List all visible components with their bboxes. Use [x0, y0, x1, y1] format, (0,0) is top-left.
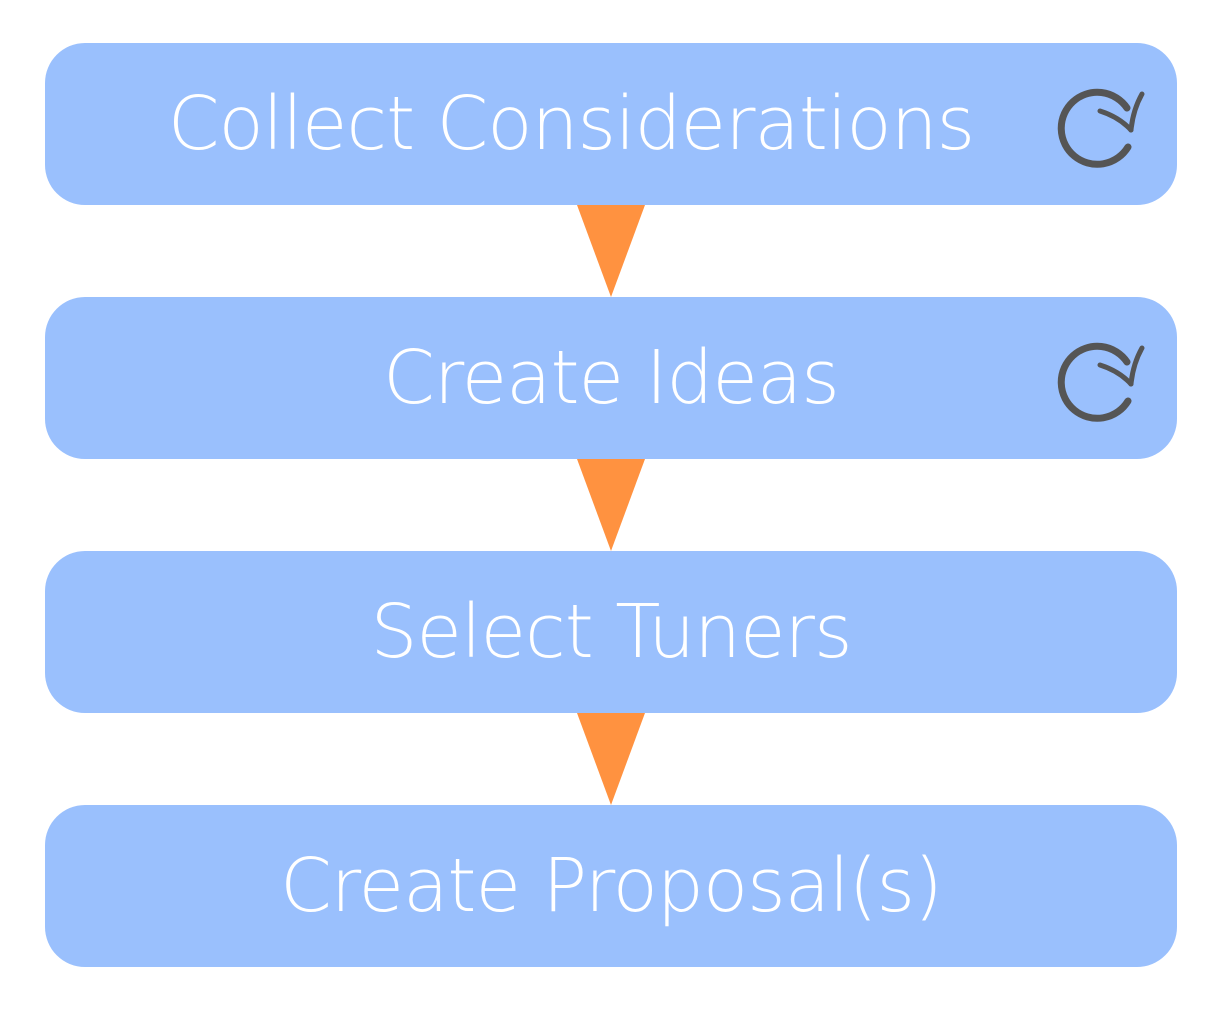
- flow-arrow: [577, 459, 645, 551]
- flow-arrow: [577, 713, 645, 805]
- step-label: Create Ideas: [383, 335, 840, 421]
- step-collect-considerations: Collect Considerations: [45, 43, 1177, 205]
- step-select-tuners: Select Tuners: [45, 551, 1177, 713]
- step-create-ideas: Create Ideas: [45, 297, 1177, 459]
- step-label: Collect Considerations: [167, 81, 975, 167]
- cycle-arrow-icon: [1057, 342, 1145, 422]
- step-label: Create Proposal(s): [280, 843, 943, 929]
- step-create-proposals: Create Proposal(s): [45, 805, 1177, 967]
- cycle-arrow-icon: [1057, 88, 1145, 168]
- flow-arrow: [577, 205, 645, 297]
- step-label: Select Tuners: [370, 589, 852, 675]
